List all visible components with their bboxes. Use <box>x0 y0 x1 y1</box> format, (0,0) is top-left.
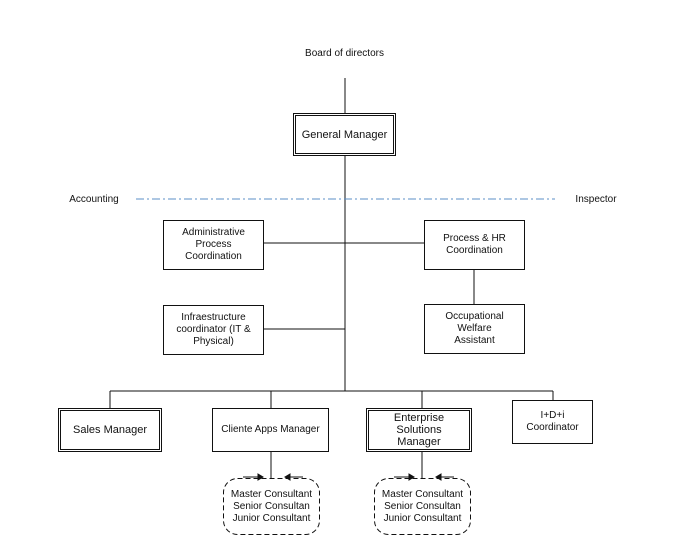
arrowhead-left-icon <box>284 473 291 481</box>
administrative-process-label: Administrative Process Coordination <box>182 227 245 262</box>
team-right-box: Master Consultant Senior Consultan Junio… <box>375 479 470 534</box>
arrowhead-right-icon <box>257 473 264 481</box>
enterprise-solutions-label: Enterprise Solutions Manager <box>393 412 445 448</box>
cliente-apps-manager-box: Cliente Apps Manager <box>212 408 329 452</box>
accounting-label: Accounting <box>69 193 119 205</box>
team-right-outline <box>374 478 471 535</box>
team-right-label: Master Consultant Senior Consultan Junio… <box>381 488 464 524</box>
administrative-process-box: Administrative Process Coordination <box>163 220 264 270</box>
arrowhead-left-icon <box>435 473 442 481</box>
process-hr-label: Process & HR Coordination <box>443 233 506 256</box>
team-left-label: Master Consultant Senior Consultan Junio… <box>230 488 313 524</box>
cliente-apps-manager-label: Cliente Apps Manager <box>221 424 320 435</box>
team-left-box: Master Consultant Senior Consultan Junio… <box>224 479 319 534</box>
board-of-directors-box: Board of directors <box>294 30 395 78</box>
idi-coordinator-label: I+D+i Coordinator <box>526 410 579 433</box>
enterprise-solutions-box: Enterprise Solutions Manager <box>366 408 472 452</box>
inspector-box: Inspector <box>555 179 637 220</box>
inspector-label: Inspector <box>575 193 617 205</box>
sales-manager-box: Sales Manager <box>58 408 162 452</box>
occupational-welfare-label: Occupational Welfare Assistant <box>445 311 504 346</box>
infrastructure-box: Infraestructure coordinator (IT & Physic… <box>163 305 264 355</box>
general-manager-label: General Manager <box>301 128 388 141</box>
sales-manager-label: Sales Manager <box>73 424 147 436</box>
board-of-directors-label: Board of directors <box>305 48 384 59</box>
infrastructure-label: Infraestructure coordinator (IT & Physic… <box>176 312 251 347</box>
team-left-outline <box>223 478 320 535</box>
process-hr-box: Process & HR Coordination <box>424 220 525 270</box>
general-manager-box: General Manager <box>293 113 396 156</box>
occupational-welfare-box: Occupational Welfare Assistant <box>424 304 525 354</box>
arrowhead-right-icon <box>408 473 415 481</box>
idi-coordinator-box: I+D+i Coordinator <box>512 400 593 444</box>
accounting-box: Accounting <box>52 179 136 220</box>
